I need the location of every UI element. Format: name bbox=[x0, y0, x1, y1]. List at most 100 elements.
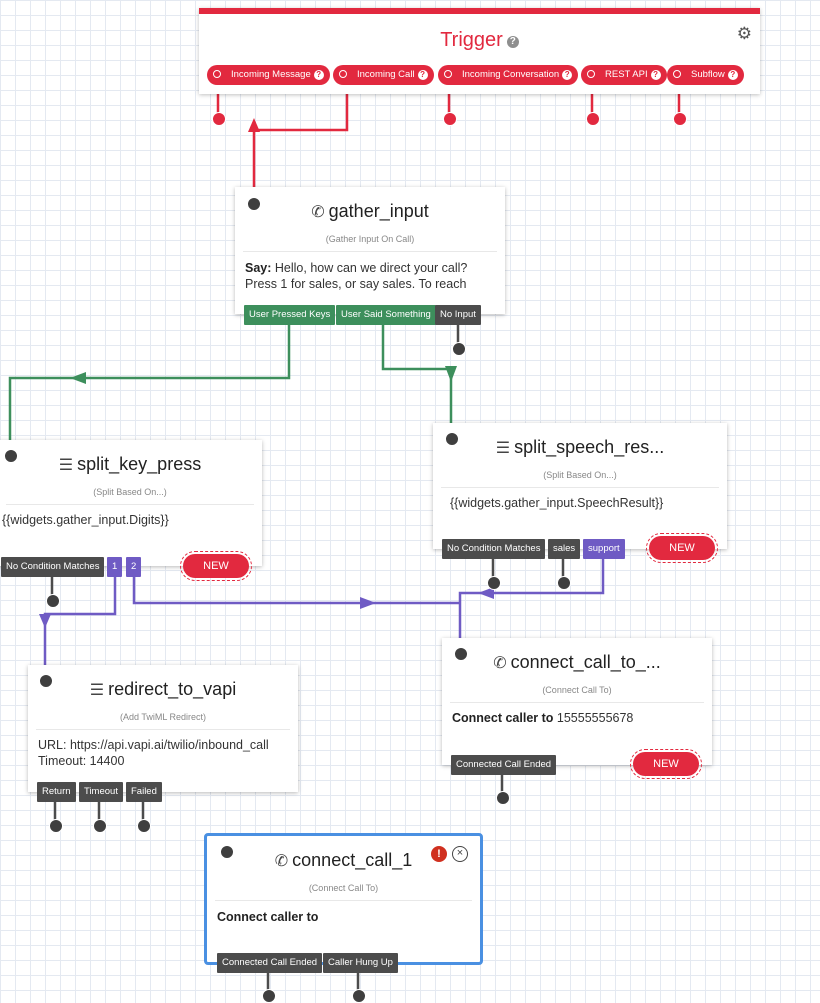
widget-subtitle: (Connect Call To) bbox=[308, 883, 379, 893]
transition-user-said-something[interactable]: User Said Something bbox=[336, 305, 436, 325]
help-icon[interactable]: ? bbox=[506, 36, 519, 48]
new-transition-button[interactable]: NEW bbox=[646, 533, 718, 563]
widget-title-text: split_key_press bbox=[77, 454, 202, 474]
wire-key-2 bbox=[132, 576, 460, 605]
say-text: Hello, how can we direct your call? Pres… bbox=[245, 261, 468, 291]
connector-dot[interactable] bbox=[137, 819, 151, 833]
event-incoming-call[interactable]: Incoming Call? bbox=[333, 65, 434, 85]
split-icon: ☰ bbox=[58, 457, 74, 474]
event-label: Incoming Message bbox=[231, 69, 311, 80]
transition-connected-call-ended[interactable]: Connected Call Ended bbox=[451, 755, 557, 775]
split-icon: ☰ bbox=[495, 440, 511, 457]
phone-icon: ✆ bbox=[311, 204, 325, 221]
input-connector-dot[interactable] bbox=[247, 197, 261, 211]
transition-no-input[interactable]: No Input bbox=[435, 305, 481, 325]
connector-dot[interactable] bbox=[352, 989, 366, 1003]
transition-user-pressed-keys[interactable]: User Pressed Keys bbox=[244, 305, 336, 325]
help-icon[interactable]: ? bbox=[650, 70, 661, 80]
new-transition-button[interactable]: NEW bbox=[180, 551, 252, 581]
divider bbox=[441, 487, 719, 488]
widget-subtitle: (Split Based On...) bbox=[93, 487, 167, 497]
widget-subtitle: (Add TwiML Redirect) bbox=[119, 712, 207, 722]
widget-subtitle: (Connect Call To) bbox=[542, 685, 612, 695]
connector-dot[interactable] bbox=[496, 791, 510, 805]
connector-dot[interactable] bbox=[443, 112, 457, 126]
widget-subtitle: (Split Based On...) bbox=[543, 470, 617, 480]
widget-title: ✆connect_call_to_... bbox=[442, 652, 712, 673]
redirect-timeout: Timeout: 14400 bbox=[38, 754, 125, 768]
arrow-key-1 bbox=[39, 614, 51, 628]
event-label: REST API bbox=[605, 69, 648, 80]
event-subflow[interactable]: Subflow? bbox=[667, 65, 744, 85]
help-icon[interactable]: ? bbox=[313, 70, 324, 80]
connect-label: Connect caller to bbox=[452, 711, 554, 725]
input-connector-dot[interactable] bbox=[445, 432, 459, 446]
widget-title: ☰redirect_to_vapi bbox=[28, 679, 298, 700]
transition-no-condition-matches[interactable]: No Condition Matches bbox=[442, 539, 546, 559]
input-connector-dot[interactable] bbox=[39, 674, 53, 688]
phone-icon: ✆ bbox=[493, 655, 507, 672]
connector-dot[interactable] bbox=[673, 112, 687, 126]
transition-support[interactable]: support bbox=[583, 539, 625, 559]
redirect-url: URL: https://api.vapi.ai/twilio/inbound_… bbox=[38, 738, 269, 752]
connector-dot[interactable] bbox=[452, 342, 466, 356]
transition-no-condition-matches[interactable]: No Condition Matches bbox=[1, 557, 105, 577]
wire-pressed-keys bbox=[8, 325, 291, 455]
event-label: Incoming Conversation bbox=[462, 69, 560, 80]
event-rest-api[interactable]: REST API? bbox=[581, 65, 667, 85]
event-incoming-conversation[interactable]: Incoming Conversation? bbox=[438, 65, 579, 85]
widget-split-speech-result[interactable]: ☰split_speech_res... (Split Based On...)… bbox=[433, 423, 727, 549]
widget-body: {{widgets.gather_input.Digits}} bbox=[2, 513, 169, 527]
close-icon[interactable]: × bbox=[452, 846, 468, 862]
transition-1[interactable]: 1 bbox=[107, 557, 123, 577]
widget-subtitle: (Gather Input On Call) bbox=[325, 234, 415, 244]
event-incoming-message[interactable]: Incoming Message? bbox=[207, 65, 330, 85]
connector-dot[interactable] bbox=[93, 819, 107, 833]
connector-dot[interactable] bbox=[487, 576, 501, 590]
arrow-gather bbox=[248, 118, 260, 132]
trigger-title: Trigger? bbox=[199, 29, 760, 52]
transition-sales[interactable]: sales bbox=[548, 539, 581, 559]
divider bbox=[215, 900, 472, 901]
trigger-widget[interactable]: Trigger? ⚙ Incoming Message? Incoming Ca… bbox=[199, 8, 760, 94]
arrow-keys bbox=[70, 372, 86, 384]
input-connector-dot[interactable] bbox=[4, 449, 18, 463]
arrow-key-2 bbox=[360, 597, 376, 609]
connector-dot[interactable] bbox=[262, 989, 276, 1003]
connector-dot[interactable] bbox=[46, 594, 60, 608]
help-icon[interactable]: ? bbox=[417, 70, 428, 80]
transition-2[interactable]: 2 bbox=[126, 557, 142, 577]
transition-return[interactable]: Return bbox=[37, 782, 76, 802]
connect-number: 15555555678 bbox=[556, 711, 634, 725]
widget-body: Connect caller to 15555555678 bbox=[452, 710, 702, 726]
input-connector-dot[interactable] bbox=[220, 845, 234, 859]
phone-icon: ✆ bbox=[274, 853, 289, 870]
connector-dot[interactable] bbox=[557, 576, 571, 590]
split-icon: ☰ bbox=[89, 682, 105, 699]
help-icon[interactable]: ? bbox=[727, 70, 738, 80]
gears-icon[interactable]: ⚙ bbox=[736, 24, 752, 43]
transition-failed[interactable]: Failed bbox=[126, 782, 162, 802]
widget-body: URL: https://api.vapi.ai/twilio/inbound_… bbox=[38, 737, 288, 769]
widget-split-key-press[interactable]: ☰split_key_press (Split Based On...) {{w… bbox=[0, 440, 262, 566]
widget-title: ☰split_key_press bbox=[0, 454, 262, 475]
help-icon[interactable]: ? bbox=[562, 70, 573, 80]
transition-caller-hung-up[interactable]: Caller Hung Up bbox=[323, 953, 398, 973]
say-label: Say: bbox=[245, 261, 272, 275]
warning-icon[interactable]: ! bbox=[431, 846, 447, 862]
transition-connected-call-ended[interactable]: Connected Call Ended bbox=[217, 953, 323, 973]
divider bbox=[6, 504, 254, 505]
connector-dot[interactable] bbox=[212, 112, 226, 126]
widget-title-text: split_speech_res... bbox=[514, 437, 665, 457]
wire-said-something bbox=[381, 325, 453, 438]
connector-dot[interactable] bbox=[49, 819, 63, 833]
input-connector-dot[interactable] bbox=[454, 647, 468, 661]
widget-title-text: redirect_to_vapi bbox=[108, 679, 237, 699]
event-label: Incoming Call bbox=[357, 69, 415, 80]
transition-timeout[interactable]: Timeout bbox=[79, 782, 123, 802]
widget-gather-input[interactable]: ✆gather_input (Gather Input On Call) Say… bbox=[235, 187, 505, 314]
widget-redirect-to-vapi[interactable]: ☰redirect_to_vapi (Add TwiML Redirect) U… bbox=[28, 665, 298, 792]
widget-connect-call-to[interactable]: ✆connect_call_to_... (Connect Call To) C… bbox=[442, 638, 712, 765]
connector-dot[interactable] bbox=[586, 112, 600, 126]
new-transition-button[interactable]: NEW bbox=[630, 749, 702, 779]
